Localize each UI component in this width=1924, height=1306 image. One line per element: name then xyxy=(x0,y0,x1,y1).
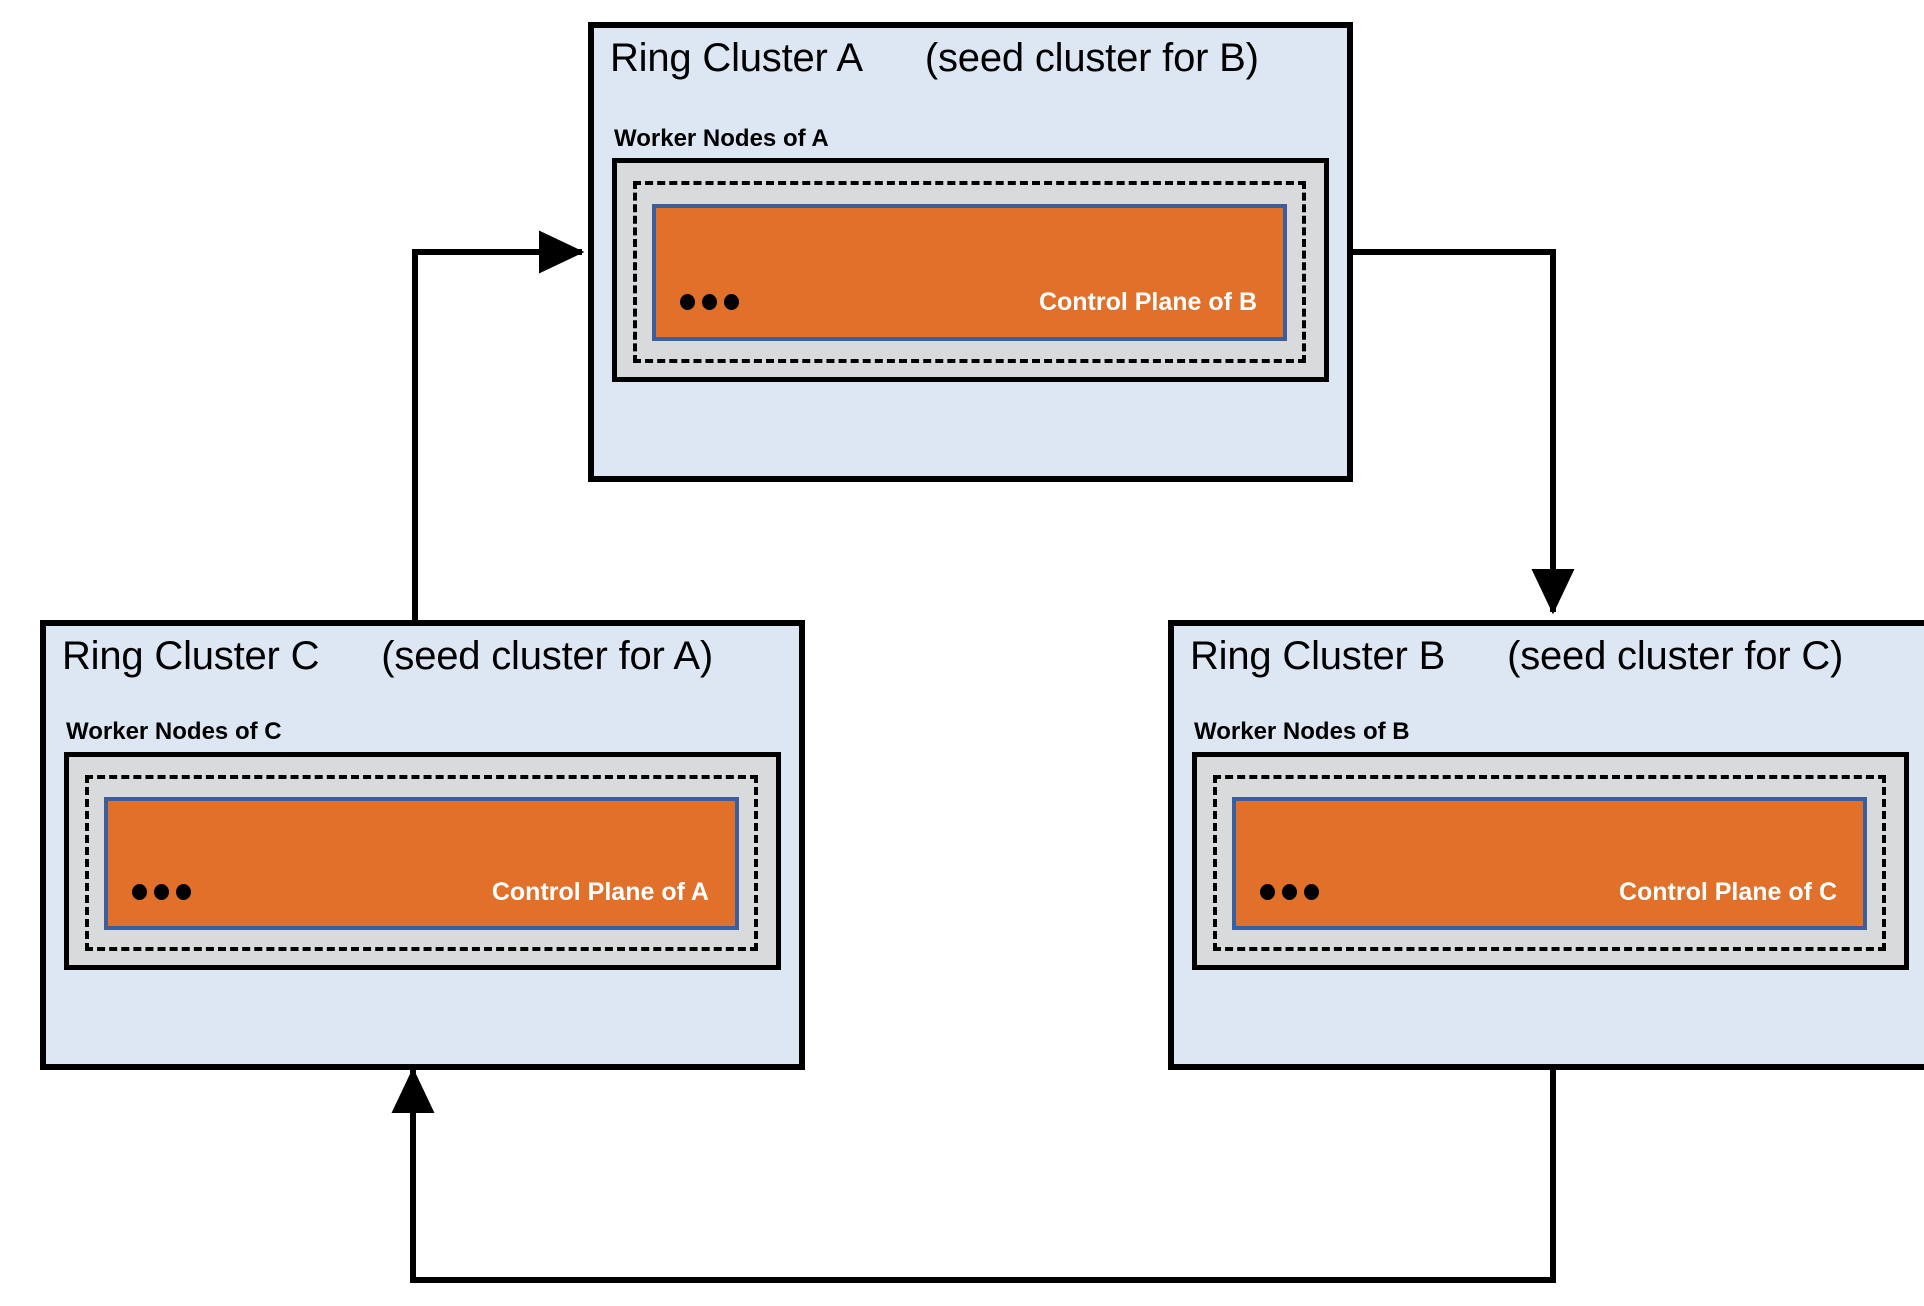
cluster-b-title: Ring Cluster B xyxy=(1190,634,1446,678)
cluster-c[interactable]: Ring Cluster C (seed cluster for A) Work… xyxy=(40,620,805,1070)
cluster-a-heading: Ring Cluster A (seed cluster for B) xyxy=(610,36,1259,81)
cluster-c-worker-nodes-box[interactable]: Control Plane of A xyxy=(64,752,781,970)
cluster-a[interactable]: Ring Cluster A (seed cluster for B) Work… xyxy=(588,22,1353,482)
cluster-b-node-boundary xyxy=(1213,775,1886,951)
arrow-b-to-c xyxy=(391,1067,1556,1283)
cluster-c-control-plane-box[interactable]: Control Plane of A xyxy=(104,797,739,930)
cluster-a-ellipsis-dots xyxy=(680,294,739,310)
cluster-a-title: Ring Cluster A xyxy=(610,36,863,80)
cluster-c-worker-label: Worker Nodes of C xyxy=(66,718,282,745)
cluster-a-subtitle: (seed cluster for B) xyxy=(924,36,1259,80)
cluster-b[interactable]: Ring Cluster B (seed cluster for C) Work… xyxy=(1168,620,1924,1070)
cluster-a-worker-label: Worker Nodes of A xyxy=(614,125,829,152)
cluster-b-worker-nodes-box[interactable]: Control Plane of C xyxy=(1192,752,1909,970)
arrow-c-to-a xyxy=(412,230,585,620)
cluster-a-control-plane-label: Control Plane of B xyxy=(1038,288,1257,316)
cluster-b-heading: Ring Cluster B (seed cluster for C) xyxy=(1190,634,1843,679)
arrow-a-to-b xyxy=(1353,249,1575,615)
cluster-b-ellipsis-dots xyxy=(1260,884,1319,900)
cluster-a-node-boundary xyxy=(633,181,1306,363)
cluster-a-control-plane-box[interactable]: Control Plane of B xyxy=(652,204,1287,341)
cluster-b-control-plane-box[interactable]: Control Plane of C xyxy=(1232,797,1867,930)
cluster-c-node-boundary xyxy=(85,775,758,951)
cluster-c-subtitle: (seed cluster for A) xyxy=(381,634,713,678)
cluster-b-subtitle: (seed cluster for C) xyxy=(1507,634,1844,678)
cluster-c-control-plane-label: Control Plane of A xyxy=(491,878,709,906)
cluster-c-title: Ring Cluster C xyxy=(62,634,320,678)
cluster-c-ellipsis-dots xyxy=(132,884,191,900)
cluster-c-heading: Ring Cluster C (seed cluster for A) xyxy=(62,634,713,679)
cluster-a-worker-nodes-box[interactable]: Control Plane of B xyxy=(612,158,1329,382)
cluster-b-worker-label: Worker Nodes of B xyxy=(1194,718,1410,745)
cluster-b-control-plane-label: Control Plane of C xyxy=(1618,878,1837,906)
